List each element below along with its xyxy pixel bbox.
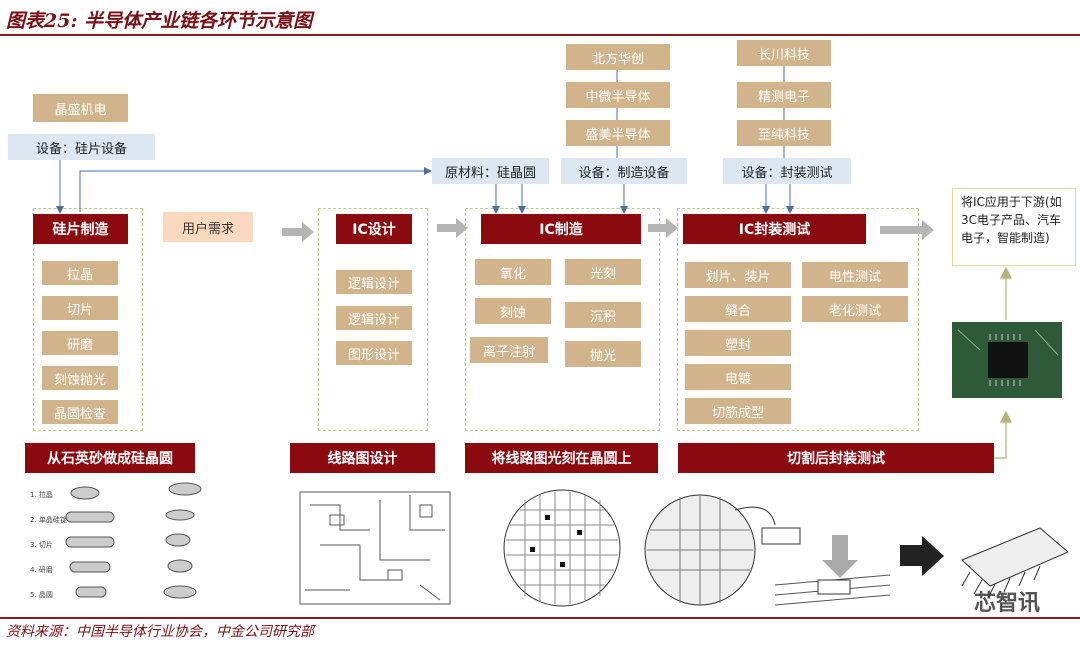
pkg-equipment: 设备：封装测试 xyxy=(723,158,851,184)
design-caption: 线路图设计 xyxy=(290,443,435,473)
watermark: 芯智讯 xyxy=(973,591,1040,616)
pkg-step-2: 缝合 xyxy=(685,296,791,322)
fab-company-3: 盛美半导体 xyxy=(566,120,670,146)
blue-connectors xyxy=(56,66,794,214)
wafer-step-2: 切片 xyxy=(42,296,118,320)
design-step-3: 图形设计 xyxy=(336,341,412,365)
ingot-label-3: 3. 切片 xyxy=(30,541,53,549)
ingot-label-4: 4. 研磨 xyxy=(30,566,53,574)
pkg-test-2: 老化测试 xyxy=(802,296,908,322)
pkg-step-5: 切筋成型 xyxy=(685,398,791,424)
fab-step-implant: 离子注射 xyxy=(470,337,548,363)
pkg-test-1: 电性测试 xyxy=(802,262,908,288)
ingot-label-5: 5. 晶圆 xyxy=(30,591,53,599)
ingot-label-1: 1. 拉晶 xyxy=(30,491,53,499)
fab-company-2: 中微半导体 xyxy=(566,82,670,108)
wafer-step-3: 研磨 xyxy=(42,331,118,355)
fab-step-litho: 光刻 xyxy=(565,259,641,285)
design-header: IC设计 xyxy=(336,214,412,244)
wafer-step-4: 刻蚀抛光 xyxy=(42,366,118,390)
material-label: 原材料：硅晶圆 xyxy=(432,158,549,184)
fab-dashed-box xyxy=(465,208,660,431)
wafer-equipment: 设备：硅片设备 xyxy=(8,134,155,160)
olive-connectors xyxy=(994,266,1012,459)
fab-company-1: 北方华创 xyxy=(566,44,670,70)
pkg-company-1: 长川科技 xyxy=(737,40,831,66)
gray-flow-arrows xyxy=(282,218,934,242)
bottom-rule xyxy=(0,617,1080,619)
fab-caption: 将线路图光刻在晶圆上 xyxy=(465,443,658,473)
pkg-step-4: 电镀 xyxy=(685,364,791,390)
wafer-grid-icon xyxy=(503,489,621,607)
pkg-step-3: 塑封 xyxy=(685,330,791,356)
fab-header: IC制造 xyxy=(481,214,641,244)
top-rule xyxy=(0,34,1080,36)
pkg-dashed-box xyxy=(677,208,919,431)
ingot-process-icon xyxy=(65,482,202,599)
ic-package-icon xyxy=(961,527,1069,599)
pkg-caption: 切割后封装测试 xyxy=(678,443,994,473)
chip-photo-icon xyxy=(952,322,1062,398)
user-demand: 用户需求 xyxy=(163,212,253,242)
page-title: 图表25: 半导体产业链各环节示意图 xyxy=(6,10,313,32)
package-arrow-icon xyxy=(900,536,944,576)
pkg-header: IC封装测试 xyxy=(683,214,866,244)
wafer-header: 硅片制造 xyxy=(33,214,128,244)
wafer-company: 晶盛机电 xyxy=(33,94,128,122)
source-note: 资料来源：中国半导体行业协会，中金公司研究部 xyxy=(6,624,314,640)
fab-step-oxidation: 氧化 xyxy=(475,259,551,285)
ingot-label-2: 2. 单晶硅锭 xyxy=(30,516,67,524)
fab-equipment: 设备：制造设备 xyxy=(561,158,687,184)
fab-step-etch: 刻蚀 xyxy=(475,298,551,324)
design-step-1: 逻辑设计 xyxy=(336,270,412,294)
pkg-step-1: 划片、装片 xyxy=(685,262,791,288)
diced-wafer-icon xyxy=(644,494,891,606)
pkg-company-3: 至纯科技 xyxy=(737,120,831,146)
wafer-caption: 从石英砂做成硅晶圆 xyxy=(25,443,195,473)
design-dashed-box xyxy=(318,208,428,431)
wafer-step-5: 晶圆检查 xyxy=(42,400,118,424)
wafer-step-1: 拉晶 xyxy=(42,261,118,285)
application-box: 将IC应用于下游(如3C电子产品、汽车电子，智能制造) xyxy=(952,188,1076,266)
fab-step-polish: 抛光 xyxy=(565,341,641,367)
fab-step-deposition: 沉积 xyxy=(565,302,641,328)
wafer-dashed-box xyxy=(33,208,143,431)
circuit-schematic-icon xyxy=(299,491,451,605)
pkg-company-2: 精测电子 xyxy=(737,82,831,108)
design-step-2: 逻辑设计 xyxy=(336,306,412,330)
